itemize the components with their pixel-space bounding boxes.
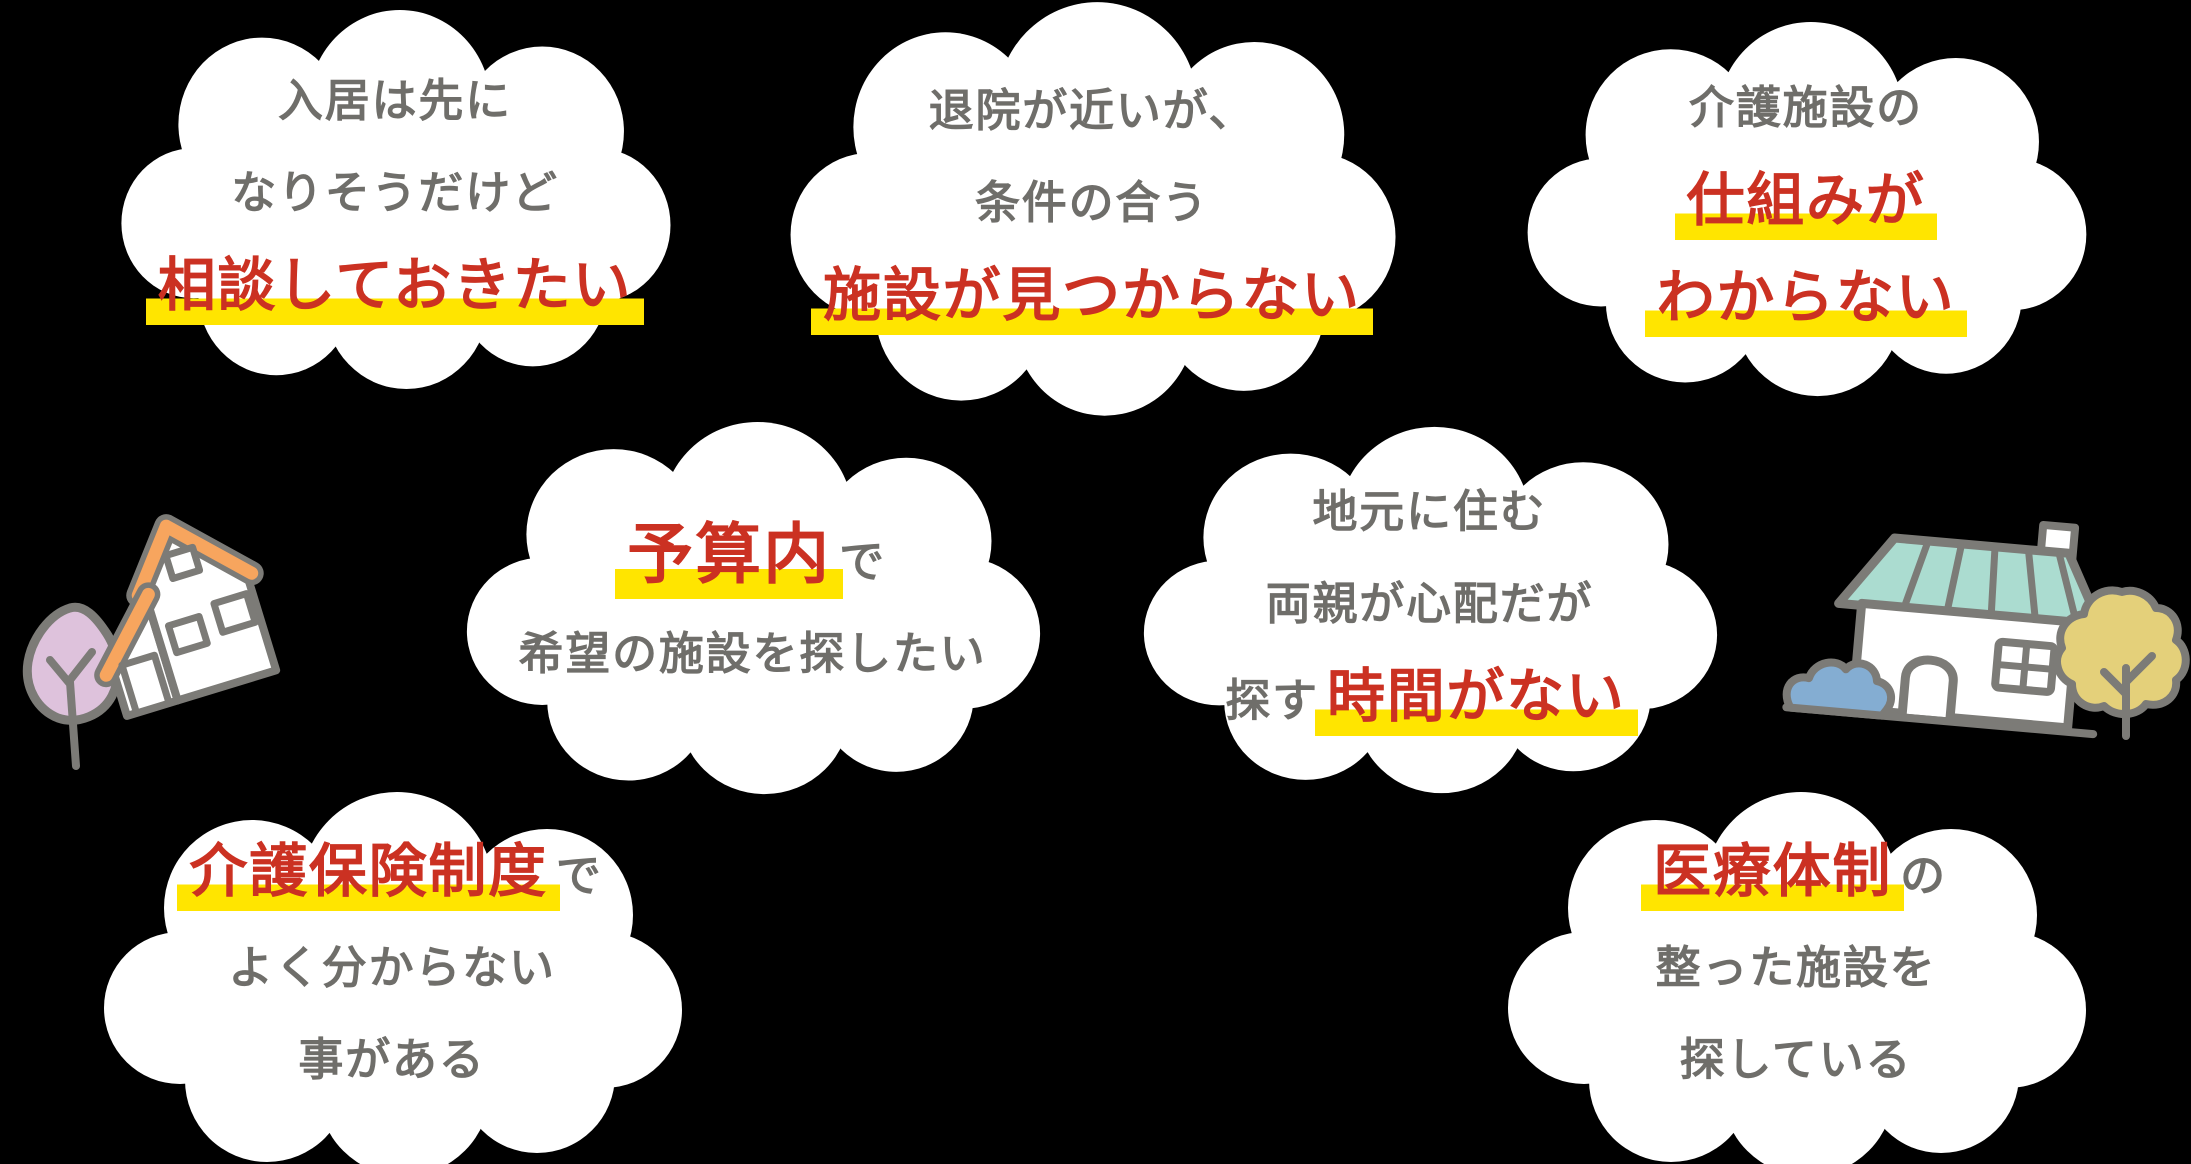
blue-bush-icon (1782, 658, 1896, 720)
cloud-text-line-emphasis: 施設が見つからない (811, 260, 1373, 335)
cloud-insurance: 介護保険制度で よく分からない 事がある (92, 790, 692, 1164)
cloud-insurance-text: 介護保険制度で よく分からない 事がある (92, 790, 692, 1164)
cloud-medical: 医療体制の 整った施設を 探している (1496, 790, 2096, 1164)
cloud-no-time-text: 地元に住む 両親が心配だが 探す時間がない (1132, 425, 1727, 797)
cloud-text-line: 探す (1225, 673, 1319, 727)
cloud-discharge-soon-text: 退院が近いが、 条件の合う 施設が見つからない (778, 0, 1406, 420)
cloud-no-time: 地元に住む 両親が心配だが 探す時間がない (1132, 425, 1727, 797)
cloud-text-line: で (555, 848, 603, 902)
cloud-text-line-emphasis: 時間がない (1314, 661, 1638, 736)
cloud-system-unknown-text: 介護施設の 仕組みが わからない (1516, 20, 2096, 400)
cloud-text-line: で (839, 534, 886, 588)
cloud-text-line: 入居は先に (277, 74, 512, 127)
cloud-text-line: 整った施設を (1655, 940, 1937, 994)
cloud-text-line-emphasis: 医療体制 (1641, 836, 1905, 911)
right-house-illustration (1782, 518, 2191, 753)
cloud-text-line-emphasis: 仕組みが (1674, 166, 1938, 240)
cloud-text-line-emphasis: わからない (1644, 263, 1968, 337)
cloud-text-line-emphasis: 相談しておきたい (145, 251, 645, 325)
left-house-illustration (12, 512, 312, 782)
cloud-discharge-soon: 退院が近いが、 条件の合う 施設が見つからない (778, 0, 1406, 420)
cloud-text-line: 探している (1679, 1032, 1913, 1086)
pink-tree-icon (22, 602, 123, 770)
cloud-text-line: 希望の施設を探したい (518, 626, 987, 680)
tilted-house-icon (94, 514, 281, 720)
cloud-text-line: 介護施設の (1688, 81, 1923, 134)
cloud-text-line: の (1900, 848, 1947, 902)
cloud-text-line: 退院が近いが、 (928, 83, 1256, 137)
cloud-consult-early: 入居は先に なりそうだけど 相談しておきたい (110, 8, 680, 393)
cloud-budget-text: 予算内で 希望の施設を探したい (455, 420, 1050, 798)
cloud-text-line-emphasis: 介護保険制度 (177, 836, 560, 911)
cloud-medical-text: 医療体制の 整った施設を 探している (1496, 790, 2096, 1164)
cloud-text-line-emphasis: 予算内 (615, 515, 844, 599)
cloud-text-line: よく分からない (228, 940, 556, 994)
cloud-text-line: 地元に住む (1312, 484, 1547, 538)
cloud-system-unknown: 介護施設の 仕組みが わからない (1516, 20, 2096, 400)
yellow-tree-icon (2053, 586, 2190, 740)
cloud-text-line: 事がある (298, 1032, 486, 1086)
cloud-consult-early-text: 入居は先に なりそうだけど 相談しておきたい (110, 8, 680, 393)
cloud-text-line: 条件の合う (974, 175, 1209, 229)
cloud-text-line: なりそうだけど (231, 166, 559, 219)
door-icon (1897, 655, 1958, 723)
cloud-text-line: 両親が心配だが (1265, 576, 1594, 630)
cloud-budget: 予算内で 希望の施設を探したい (455, 420, 1050, 798)
